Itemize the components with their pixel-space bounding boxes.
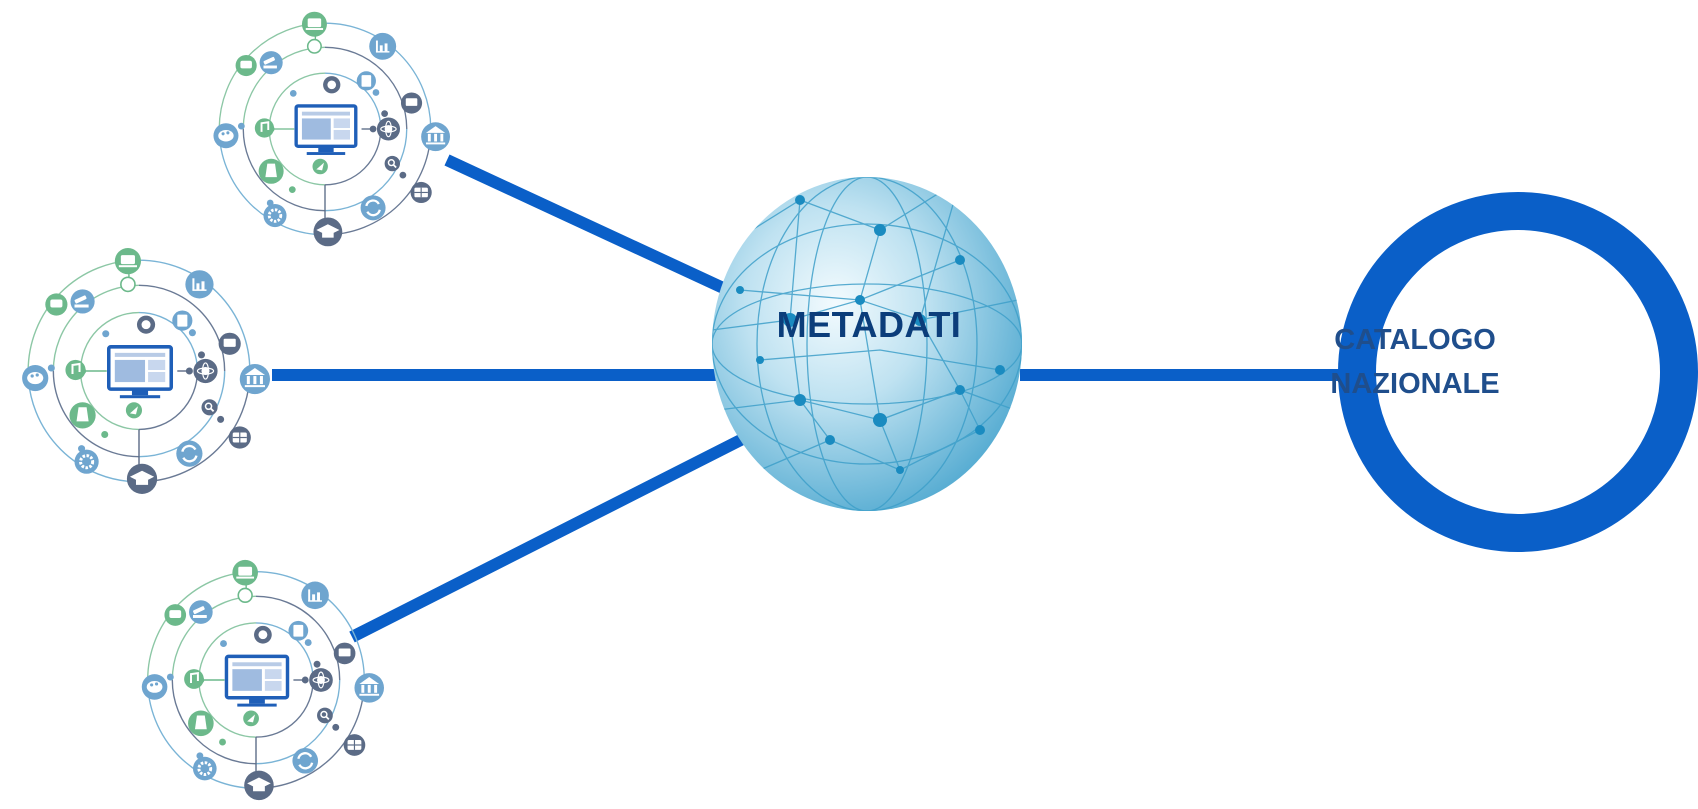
source-cluster-bottom xyxy=(140,558,384,802)
source-cluster-middle xyxy=(20,246,270,496)
catalog-ring xyxy=(1338,192,1698,552)
connectors xyxy=(272,154,1360,643)
source-cluster-top xyxy=(211,10,450,248)
connector-bottom xyxy=(349,409,793,643)
connector-top xyxy=(444,154,778,318)
metadata-globe xyxy=(712,177,1022,511)
